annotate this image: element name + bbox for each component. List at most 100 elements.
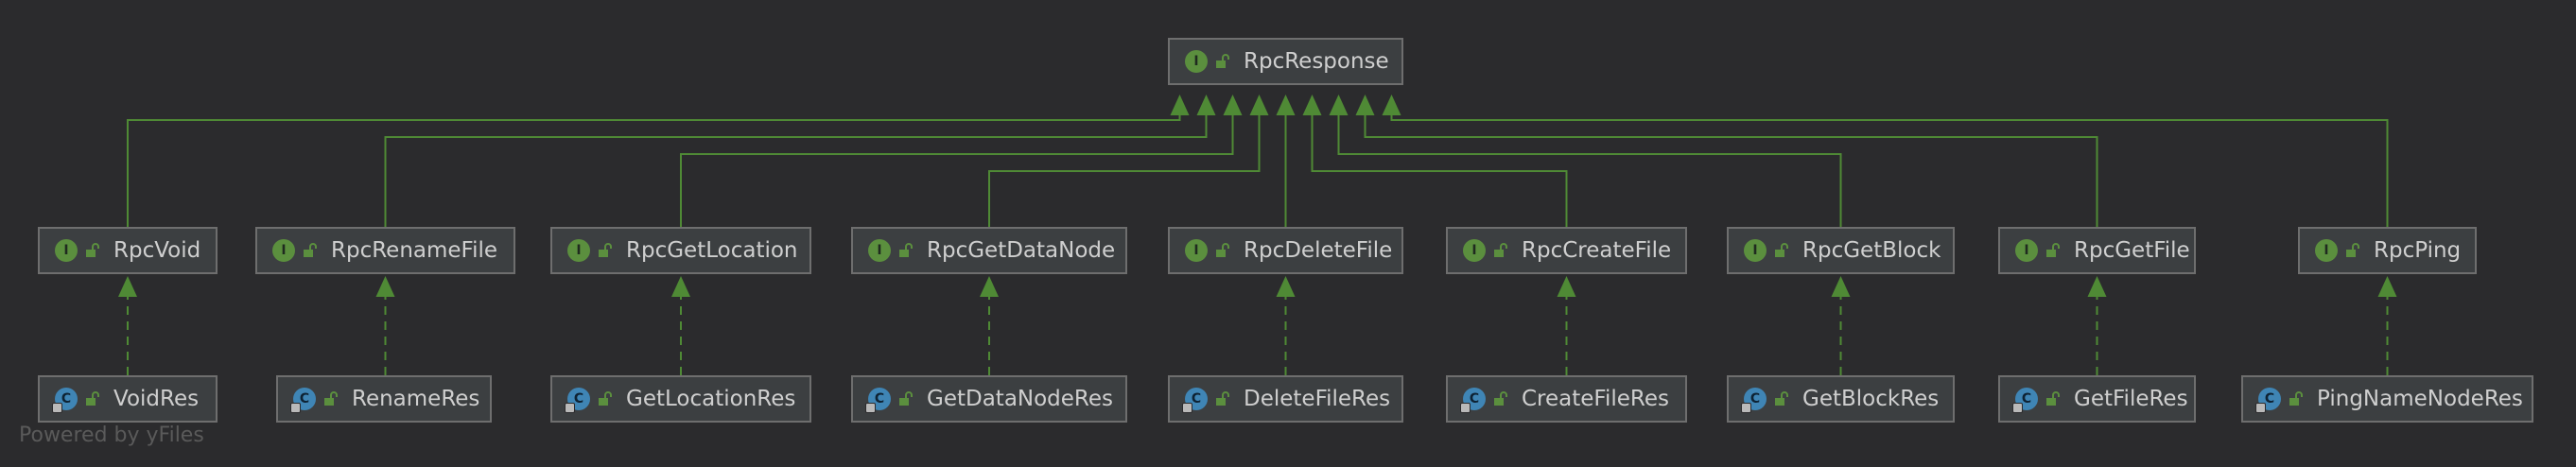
lock-open-icon <box>899 243 913 257</box>
lock-open-icon <box>304 243 317 257</box>
node-label: RenameRes <box>352 387 480 411</box>
node-label: RpcRenameFile <box>331 238 498 263</box>
lock-open-icon <box>899 391 913 406</box>
realization-arrowhead <box>1276 276 1296 297</box>
node-label: RpcVoid <box>113 238 201 263</box>
inheritance-edge <box>1364 115 2098 227</box>
inheritance-edge <box>1311 115 1568 227</box>
inheritance-arrowhead <box>1302 95 1322 115</box>
lock-open-icon <box>2289 391 2303 406</box>
interface-badge-icon: I <box>55 239 78 262</box>
node-label: DeleteFileRes <box>1244 387 1391 411</box>
class-badge-icon: C <box>2255 388 2281 413</box>
class-node[interactable]: C RenameRes <box>276 375 492 423</box>
lock-open-icon <box>324 391 338 406</box>
node-label: PingNameNodeRes <box>2317 387 2523 411</box>
lock-open-icon <box>2046 391 2060 406</box>
node-label: VoidRes <box>113 387 200 411</box>
realization-arrowhead <box>375 276 395 297</box>
interface-node[interactable]: I RpcVoid <box>38 227 218 274</box>
node-label: RpcGetDataNode <box>927 238 1116 263</box>
root-interface-node[interactable]: I RpcResponse <box>1168 38 1403 85</box>
class-badge-icon: C <box>1741 388 1767 413</box>
lock-open-icon <box>1775 243 1788 257</box>
interface-node[interactable]: I RpcCreateFile <box>1446 227 1687 274</box>
node-label: GetDataNodeRes <box>927 387 1114 411</box>
class-badge-icon: C <box>1460 388 1486 413</box>
class-node[interactable]: C GetLocationRes <box>550 375 811 423</box>
class-node[interactable]: C VoidRes <box>38 375 218 423</box>
realization-arrowhead <box>1557 276 1576 297</box>
inheritance-arrowhead <box>1170 95 1190 115</box>
lock-open-icon <box>1216 54 1229 68</box>
interface-badge-icon: I <box>868 239 891 262</box>
inheritance-edge <box>1337 115 1842 227</box>
lock-open-icon <box>599 243 612 257</box>
lock-open-icon <box>1494 243 1507 257</box>
class-node[interactable]: C GetBlockRes <box>1727 375 1955 423</box>
inheritance-arrowhead <box>1196 95 1216 115</box>
inheritance-edge <box>988 115 1261 227</box>
class-node[interactable]: C GetFileRes <box>1998 375 2196 423</box>
node-label: RpcGetBlock <box>1802 238 1941 263</box>
inheritance-arrowhead <box>1276 95 1296 115</box>
lock-open-icon <box>599 391 612 406</box>
class-badge-icon: C <box>52 388 78 413</box>
inheritance-arrowhead <box>1223 95 1243 115</box>
inheritance-arrowhead <box>1249 95 1269 115</box>
node-label: RpcCreateFile <box>1522 238 1672 263</box>
interface-badge-icon: I <box>1463 239 1486 262</box>
lock-open-icon <box>1494 391 1507 406</box>
interface-badge-icon: I <box>2315 239 2338 262</box>
node-label: RpcGetLocation <box>626 238 798 263</box>
lock-open-icon <box>86 243 99 257</box>
interface-badge-icon: I <box>1185 239 1208 262</box>
node-label: RpcDeleteFile <box>1244 238 1393 263</box>
inheritance-arrowhead <box>1382 95 1401 115</box>
interface-node[interactable]: I RpcPing <box>2298 227 2477 274</box>
realization-arrowhead <box>2377 276 2397 297</box>
interface-node[interactable]: I RpcGetLocation <box>550 227 811 274</box>
watermark: Powered by yFiles <box>19 424 204 447</box>
interface-badge-icon: I <box>567 239 590 262</box>
lock-open-icon <box>1216 391 1229 406</box>
realization-arrowhead <box>118 276 137 297</box>
inheritance-edge <box>127 115 1181 227</box>
lock-open-icon <box>2346 243 2359 257</box>
node-label: RpcGetFile <box>2074 238 2190 263</box>
inheritance-arrowhead <box>1355 95 1375 115</box>
realization-arrowhead <box>671 276 690 297</box>
node-label: RpcResponse <box>1244 49 1389 74</box>
class-node[interactable]: C GetDataNodeRes <box>851 375 1127 423</box>
lock-open-icon <box>1775 391 1788 406</box>
interface-badge-icon: I <box>272 239 295 262</box>
interface-node[interactable]: I RpcGetDataNode <box>851 227 1127 274</box>
interface-node[interactable]: I RpcGetBlock <box>1727 227 1955 274</box>
class-badge-icon: C <box>290 388 316 413</box>
interface-node[interactable]: I RpcRenameFile <box>255 227 515 274</box>
class-badge-icon: C <box>2012 388 2038 413</box>
node-label: GetLocationRes <box>626 387 796 411</box>
node-label: GetFileRes <box>2074 387 2188 411</box>
interface-node[interactable]: I RpcDeleteFile <box>1168 227 1403 274</box>
node-label: GetBlockRes <box>1802 387 1940 411</box>
inheritance-arrowhead <box>1329 95 1349 115</box>
lock-open-icon <box>86 391 99 406</box>
node-label: CreateFileRes <box>1522 387 1669 411</box>
realization-arrowhead <box>2087 276 2107 297</box>
realization-arrowhead <box>980 276 999 297</box>
class-node[interactable]: C CreateFileRes <box>1446 375 1687 423</box>
node-label: RpcPing <box>2374 238 2462 263</box>
lock-open-icon <box>1216 243 1229 257</box>
interface-node[interactable]: I RpcGetFile <box>1998 227 2196 274</box>
inheritance-edge <box>1390 115 2389 227</box>
class-node[interactable]: C PingNameNodeRes <box>2241 375 2533 423</box>
class-node[interactable]: C DeleteFileRes <box>1168 375 1403 423</box>
class-badge-icon: C <box>565 388 590 413</box>
inheritance-edge <box>384 115 1208 227</box>
interface-badge-icon: I <box>1744 239 1767 262</box>
interface-badge-icon: I <box>2015 239 2038 262</box>
lock-open-icon <box>2046 243 2060 257</box>
interface-badge-icon: I <box>1185 50 1208 73</box>
